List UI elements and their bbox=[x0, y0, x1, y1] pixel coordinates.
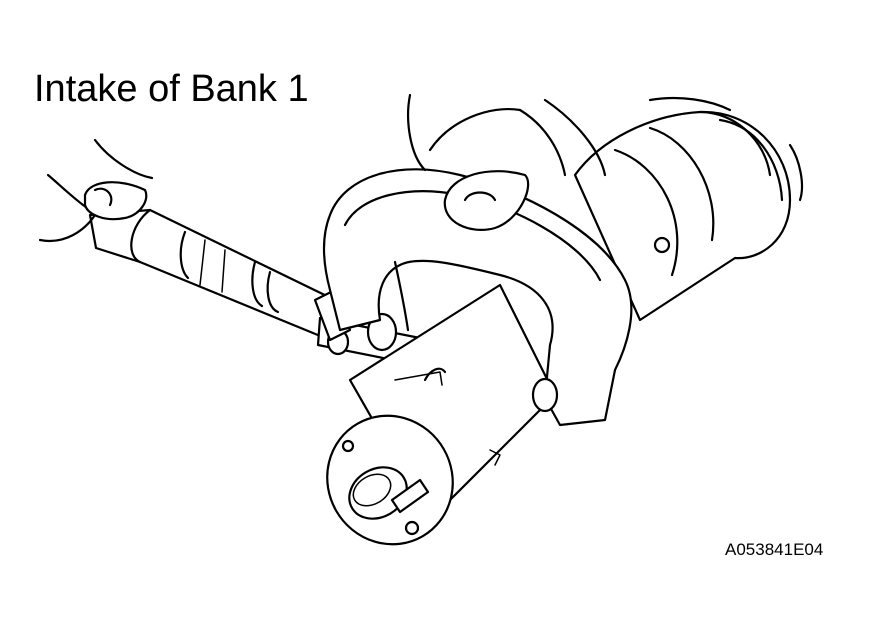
figure-title: Intake of Bank 1 bbox=[34, 68, 309, 110]
left-hand bbox=[38, 138, 154, 243]
camshaft-end-face bbox=[326, 414, 454, 546]
camshaft-journal bbox=[573, 110, 792, 322]
micrometer-thimble bbox=[88, 208, 337, 342]
figure-code: A053841E04 bbox=[725, 540, 824, 559]
right-hand bbox=[407, 93, 804, 231]
